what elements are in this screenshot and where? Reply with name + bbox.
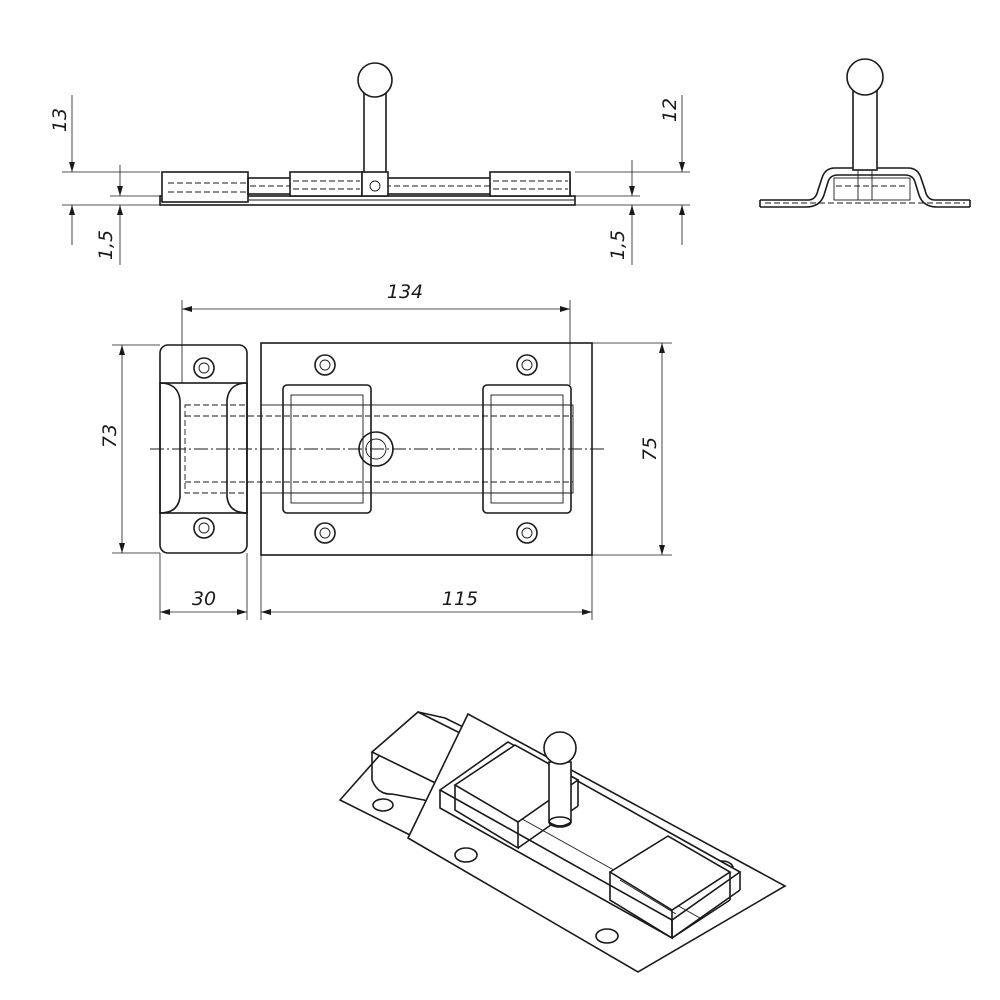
dim-front-right-thickness: 1,5: [607, 230, 629, 260]
top-view: [150, 342, 605, 556]
dim-base-width: 115: [442, 588, 478, 610]
base-screw-hole-br: [516, 522, 538, 544]
top-view-dimensions: 134 73 75 30 115: [99, 281, 672, 620]
side-view: [759, 58, 971, 208]
dim-front-right-height: 12: [659, 98, 681, 122]
dim-overall-length: 134: [387, 281, 423, 303]
strike-screw-hole-top: [193, 357, 215, 379]
base-screw-hole-bl: [314, 522, 336, 544]
base-screw-hole-tr: [516, 354, 538, 376]
dim-strike-width: 30: [192, 588, 216, 610]
dim-front-left-height: 13: [49, 108, 71, 132]
dim-front-left-thickness: 1,5: [95, 230, 117, 260]
strike-screw-hole-bottom: [193, 517, 215, 539]
front-view: [159, 62, 576, 206]
isometric-view: [338, 711, 787, 973]
front-view-dimensions: 13 1,5 12 1,5: [49, 95, 690, 265]
dim-strike-height: 73: [99, 424, 121, 448]
base-screw-hole-tl: [314, 354, 336, 376]
dim-base-height: 75: [639, 437, 661, 461]
